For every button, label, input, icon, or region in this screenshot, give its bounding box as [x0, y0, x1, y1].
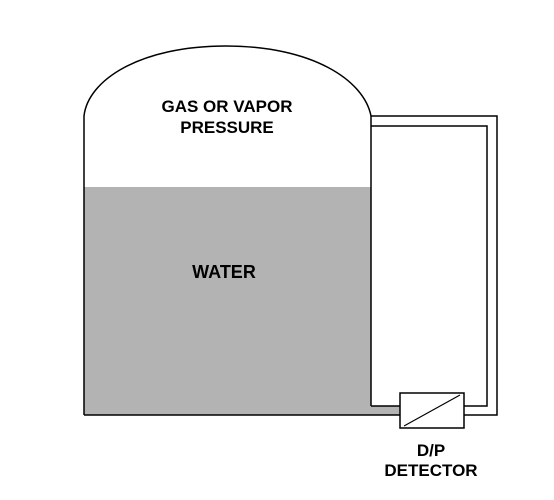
water-region: [84, 187, 371, 415]
water-bottom-line: [371, 406, 400, 415]
gas-label-line1: GAS OR VAPOR: [162, 97, 293, 116]
dp-detector-diaphragm: [403, 394, 461, 427]
tank-outline: [83, 45, 372, 415]
reference-leg-outer: [371, 115, 498, 416]
gas-label-line2: PRESSURE: [180, 118, 274, 137]
detector-label-line1: D/P: [417, 441, 445, 460]
detector-label-line2: DETECTOR: [384, 461, 477, 480]
water-label: WATER: [192, 262, 256, 282]
reference-leg-inner: [371, 125, 488, 407]
